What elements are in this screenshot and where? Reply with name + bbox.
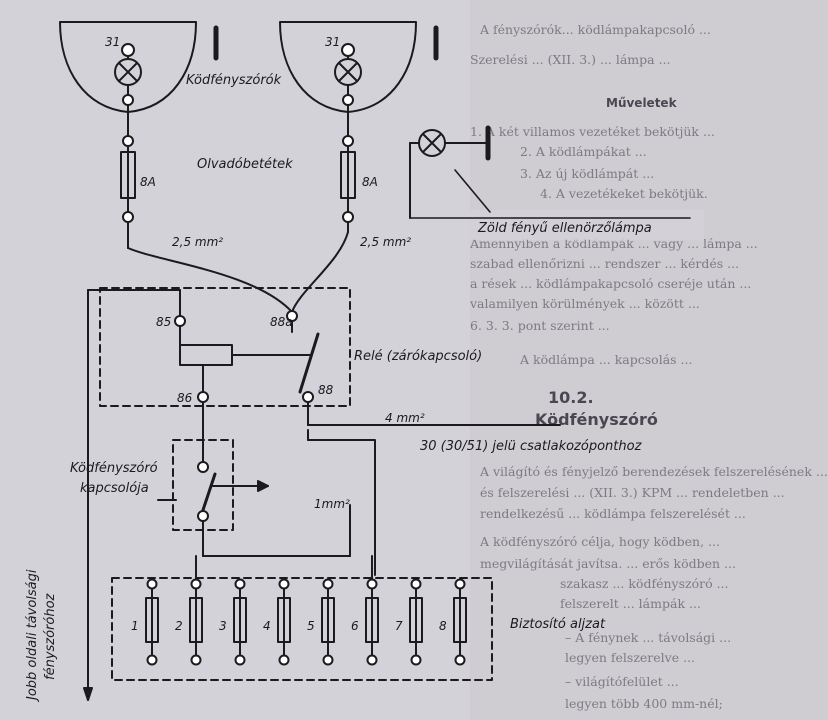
- label-fuse-box: Biztosító aljzat: [510, 617, 606, 632]
- chapter-number: 10.2.: [548, 388, 594, 407]
- terminal-88: 88: [318, 383, 334, 397]
- background-line: szakasz ... ködfényszóró ...: [560, 576, 729, 591]
- fuse-box: [111, 429, 493, 681]
- left-fuse: [120, 104, 136, 223]
- label-fuse-rating-right: 8A: [362, 175, 378, 189]
- background-line: rendelkezésű ... ködlámpa felszerelését …: [480, 506, 746, 521]
- label-switch-line2: kapcsolója: [80, 481, 149, 496]
- fuse-6: 6: [351, 578, 379, 666]
- terminal-31-left: 31: [105, 35, 120, 49]
- label-fog-lamps: Ködfényszórók: [186, 73, 282, 88]
- indicator-lamp: [409, 125, 491, 219]
- fuse-number: 2: [175, 619, 183, 633]
- background-line: felszerelt ... lámpák ...: [560, 596, 701, 611]
- background-line: 6. 3. 3. pont szerint ...: [470, 318, 610, 333]
- background-line: A fényszórók... ködlámpakapcsoló ...: [480, 22, 711, 37]
- side-label: Jobb oldali távolsági fényszóróhoz: [25, 569, 58, 703]
- side-label-line1: Jobb oldali távolsági: [25, 569, 40, 703]
- switch-box: [157, 401, 351, 557]
- fuse-5: 5: [307, 578, 335, 666]
- fuse-4: 4: [263, 578, 291, 666]
- background-line: A világító és fényjelző berendezések fel…: [480, 464, 828, 479]
- terminal-88a: 88a: [270, 315, 293, 329]
- right-fuse: [340, 104, 356, 223]
- fuse-number: 5: [307, 619, 315, 633]
- background-line: 2. A ködlámpákat ...: [520, 144, 647, 159]
- fuse-number: 8: [439, 619, 447, 633]
- label-wire-4mm: 4 mm²: [385, 411, 425, 425]
- fuse-number: 7: [395, 619, 403, 633]
- label-indicator-lamp: Zöld fényű ellenörzőlámpa: [477, 221, 652, 236]
- background-line: megvilágítását javítsa. ... erős ködben …: [480, 556, 736, 571]
- wiring-diagram: 1 2 3 4 5 6 7 8 31 31 Ködfényszórók Olvadóbetét…: [25, 21, 691, 703]
- left-fog-lamp: [59, 21, 219, 113]
- label-relay: Relé (zárókapcsoló): [354, 349, 482, 364]
- fuse-number: 1: [131, 619, 139, 633]
- fuse-3: 3: [219, 578, 247, 666]
- background-line: 4. A vezetékeket bekötjük.: [540, 186, 708, 201]
- fuse-row: 1 2 3 4 5 6 7 8: [131, 555, 467, 666]
- relay-box: [87, 287, 351, 426]
- side-label-line2: fényszóróhoz: [43, 592, 58, 680]
- fuse-7: 7: [395, 578, 423, 666]
- label-wire-right: 2,5 mm²: [360, 235, 411, 249]
- terminal-86: 86: [177, 391, 193, 405]
- fuse-1: 1: [131, 578, 159, 666]
- background-line: A ködfényszóró célja, hogy ködben, ...: [480, 534, 720, 549]
- background-line: A ködlámpa ... kapcsolás ...: [520, 352, 693, 367]
- background-line: a rések ... ködlámpakapcsoló cseréje utá…: [470, 276, 752, 291]
- background-line: – A fénynek ... távolsági ...: [565, 630, 732, 645]
- background-line: legyen több 400 mm-nél;: [565, 696, 723, 711]
- fuse-number: 6: [351, 619, 359, 633]
- background-line: 3. Az új ködlámpát ...: [520, 166, 655, 181]
- background-line: valamilyen körülmények ... között ...: [470, 296, 700, 311]
- fuse-number: 4: [263, 619, 271, 633]
- label-fuse-rating-left: 8A: [140, 175, 156, 189]
- label-switch-line1: Ködfényszóró: [70, 461, 158, 476]
- background-line: szabad ellenőrizni ... rendszer ... kérd…: [470, 256, 740, 271]
- background-line: – világítófelület ...: [565, 674, 679, 689]
- label-connection: 30 (30/51) jelü csatlakozóponthoz: [420, 439, 643, 454]
- label-fuses: Olvadóbetétek: [197, 157, 293, 172]
- label-wire-left: 2,5 mm²: [172, 235, 223, 249]
- background-line: Műveletek: [606, 96, 677, 110]
- background-line: Szerelési ... (XII. 3.) ... lámpa ...: [470, 52, 671, 67]
- scanned-page: A fényszórók... ködlámpakapcsoló ... Sze…: [25, 21, 828, 711]
- terminal-85: 85: [156, 315, 171, 329]
- fuse-number: 3: [219, 619, 227, 633]
- label-wire-1mm: 1mm²: [314, 497, 350, 511]
- background-line: 1. A két villamos vezetéket bekötjük ...: [470, 124, 715, 139]
- terminal-31-right: 31: [325, 35, 340, 49]
- background-line: és felszerelési ... (XII. 3.) KPM ... re…: [480, 485, 785, 500]
- section-title: Ködfényszóró: [535, 410, 658, 429]
- fuse-8: 8: [439, 578, 467, 666]
- background-line: legyen felszerelve ...: [565, 650, 696, 665]
